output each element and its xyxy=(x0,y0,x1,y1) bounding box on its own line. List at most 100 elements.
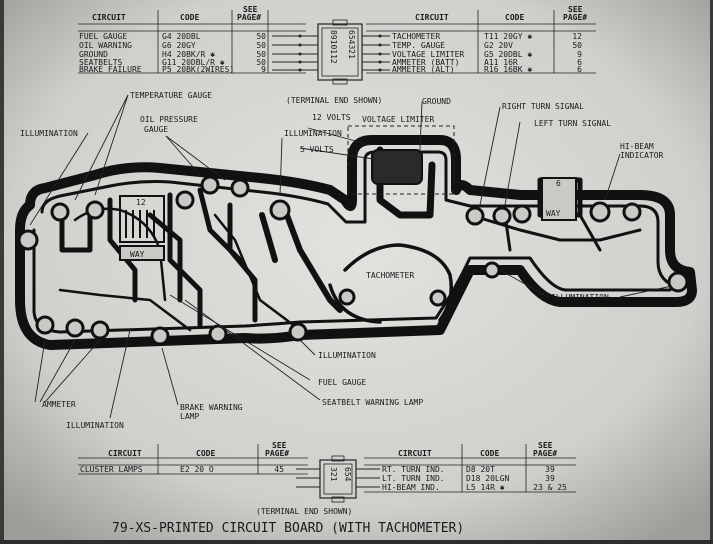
fuel-gauge-label: FUEL GAUGE xyxy=(318,378,366,387)
socket xyxy=(338,288,356,306)
socket xyxy=(269,199,291,221)
header-see: SEE xyxy=(243,5,258,14)
row-code: L5 14R ✱ xyxy=(466,483,505,492)
header-page: PAGE# xyxy=(533,449,557,458)
header-page: PAGE# xyxy=(237,13,261,22)
temperature-gauge-label: TEMPERATURE GAUGE xyxy=(130,91,212,100)
socket xyxy=(175,190,195,210)
printed-circuit-board xyxy=(15,135,697,350)
hi-beam-label: HI-BEAM xyxy=(620,142,654,151)
five-volts-label: 5 VOLTS xyxy=(300,145,334,154)
row-circuit: TEMP. GAUGE xyxy=(392,41,445,50)
connector-pins-right: 654321 xyxy=(347,30,356,59)
row-page: 39 xyxy=(545,465,555,474)
row-circuit: BRAKE FAILURE xyxy=(79,65,142,74)
bottom-right-circuit-table: CIRCUIT CODE SEE PAGE# RT. TURN IND. D8 … xyxy=(356,441,576,493)
socket xyxy=(150,326,170,346)
bottom-connector: 321 654 xyxy=(319,455,357,503)
socket xyxy=(50,202,70,222)
socket xyxy=(465,206,485,226)
brake-lamp-label: BRAKE WARNING xyxy=(180,403,243,412)
seatbelt-lamp-label: SEATBELT WARNING LAMP xyxy=(322,398,423,407)
header-circuit: CIRCUIT xyxy=(92,13,126,22)
connector-pins-left: 8910112 xyxy=(329,30,338,64)
socket xyxy=(589,201,611,223)
right-turn-signal-label: RIGHT TURN SIGNAL xyxy=(502,102,584,111)
socket xyxy=(429,289,447,307)
header-page: PAGE# xyxy=(563,13,587,22)
row-page: 45 xyxy=(274,465,284,474)
row-code: D18 20LGN xyxy=(466,474,510,483)
component-labels: TEMPERATURE GAUGE ILLUMINATION OIL PRESS… xyxy=(20,91,664,430)
row-code: G6 20GY xyxy=(162,41,196,50)
row-page: 50 xyxy=(256,41,266,50)
illumination-low-label: ILLUMINATION xyxy=(66,421,124,430)
row-circuit: AMMETER (ALT) xyxy=(392,65,455,74)
board-way-right-label: WAY xyxy=(546,209,561,218)
socket xyxy=(200,175,220,195)
header-code: CODE xyxy=(480,449,499,458)
row-code: T11 20GY ✱ xyxy=(484,32,532,41)
row-page: 9 xyxy=(261,65,266,74)
row-page: 39 xyxy=(545,474,555,483)
header-circuit: CIRCUIT xyxy=(108,449,142,458)
header-code: CODE xyxy=(180,13,199,22)
socket xyxy=(90,320,110,340)
row-code: D8 20T xyxy=(466,465,495,474)
row-code: G2 20V xyxy=(484,41,513,50)
bottom-connector-note: (TERMINAL END SHOWN) xyxy=(256,507,352,516)
header-circuit: CIRCUIT xyxy=(398,449,432,458)
row-page: 6 xyxy=(577,65,582,74)
row-page: 50 xyxy=(572,41,582,50)
row-circuit: FUEL GAUGE xyxy=(79,32,127,41)
bottom-left-circuit-table: CIRCUIT CODE SEE PAGE# CLUSTER LAMPS E2 … xyxy=(78,441,320,488)
left-board-connector: 12 WAY xyxy=(119,195,165,261)
ammeter-label: AMMETER xyxy=(42,400,76,409)
socket xyxy=(230,178,250,198)
row-page: 12 xyxy=(572,32,582,41)
hi-beam-indicator-label: INDICATOR xyxy=(620,151,664,160)
row-circuit: HI-BEAM IND. xyxy=(382,483,440,492)
socket xyxy=(512,204,532,224)
illumination-bottom-label: ILLUMINATION xyxy=(318,351,376,360)
board-6-label: 6 xyxy=(556,179,561,188)
illumination-center-label: ILLUMINATION xyxy=(284,129,342,138)
row-circuit: RT. TURN IND. xyxy=(382,465,445,474)
row-circuit: VOLTAGE LIMITER xyxy=(392,50,464,59)
row-circuit: LT. TURN IND. xyxy=(382,474,445,483)
voltage-limiter-label: VOLTAGE LIMITER xyxy=(362,115,434,124)
socket xyxy=(17,229,39,251)
row-page: 50 xyxy=(256,50,266,59)
row-circuit: OIL WARNING xyxy=(79,41,132,50)
socket xyxy=(483,261,501,279)
header-code: CODE xyxy=(196,449,215,458)
illumination-left-label: ILLUMINATION xyxy=(20,129,78,138)
row-code: E2 20 O xyxy=(180,465,214,474)
row-page: 9 xyxy=(577,50,582,59)
row-code: R16 16BK ✱ xyxy=(484,65,532,74)
row-circuit: TACHOMETER xyxy=(392,32,440,41)
socket xyxy=(622,202,642,222)
tachometer-label: TACHOMETER xyxy=(366,271,414,280)
row-page: 23 & 25 xyxy=(533,483,567,492)
row-circuit: GROUND xyxy=(79,50,108,59)
twelve-volts-label: 12 VOLTS xyxy=(312,113,351,122)
ground-label: GROUND xyxy=(422,97,451,106)
row-circuit: SEATBELTS xyxy=(79,58,123,67)
top-connector: 8910112 654321 xyxy=(317,19,363,85)
socket xyxy=(492,206,512,226)
row-page: 50 xyxy=(256,32,266,41)
socket xyxy=(85,200,105,220)
brake-lamp-label-2: LAMP xyxy=(180,412,199,421)
left-turn-signal-label: LEFT TURN SIGNAL xyxy=(534,119,611,128)
row-code: H4 20BK/R ✱ xyxy=(162,50,215,59)
header-code: CODE xyxy=(505,13,524,22)
bottom-connector-pins-left: 321 xyxy=(329,467,338,482)
socket xyxy=(65,318,85,338)
top-right-circuit-table: CIRCUIT CODE SEE PAGE# TACHOMETER T11 20… xyxy=(362,5,596,74)
figure-caption: 79-XS-PRINTED CIRCUIT BOARD (WITH TACHOM… xyxy=(112,521,464,536)
voltage-limiter-box xyxy=(347,125,455,195)
socket xyxy=(288,322,308,342)
header-see: SEE xyxy=(272,441,287,450)
